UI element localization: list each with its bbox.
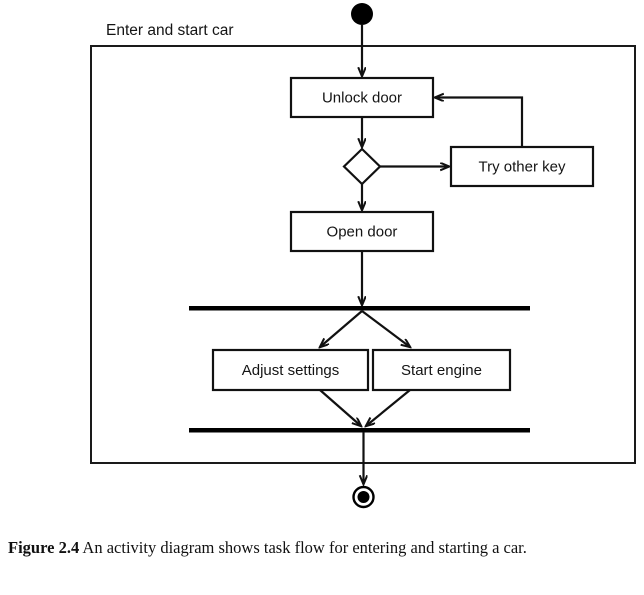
action-open-door-label: Open door xyxy=(327,223,398,240)
figure-caption-lead: Figure 2.4 xyxy=(8,538,80,557)
edge-fork-to-adjust-settings xyxy=(320,310,363,347)
activity-frame-label: Enter and start car xyxy=(106,22,234,39)
activity-diagram: Enter and start car Unlock door Try othe… xyxy=(90,3,636,509)
figure-caption-text: An activity diagram shows task flow for … xyxy=(79,538,527,557)
action-unlock-door xyxy=(289,76,435,119)
initial-node xyxy=(351,3,373,25)
action-start-engine xyxy=(371,348,512,392)
edge-fork-to-start-engine xyxy=(361,310,410,347)
action-try-other-key-label: Try other key xyxy=(479,158,566,175)
figure-caption: Figure 2.4 An activity diagram shows tas… xyxy=(8,536,636,560)
edge-adjust-settings-to-join xyxy=(319,389,361,426)
edge-start-engine-to-join xyxy=(366,389,411,426)
action-adjust-settings-label: Adjust settings xyxy=(242,362,340,379)
final-node xyxy=(357,491,370,503)
action-adjust-settings xyxy=(211,348,370,392)
action-start-engine-label: Start engine xyxy=(401,362,482,379)
fork-bar xyxy=(189,306,530,311)
join-bar xyxy=(189,428,530,433)
action-unlock-door-label: Unlock door xyxy=(322,89,402,106)
edge-try-other-key-to-unlock-door xyxy=(435,98,524,147)
final-node-ring xyxy=(352,485,375,509)
decision-node xyxy=(342,147,382,186)
